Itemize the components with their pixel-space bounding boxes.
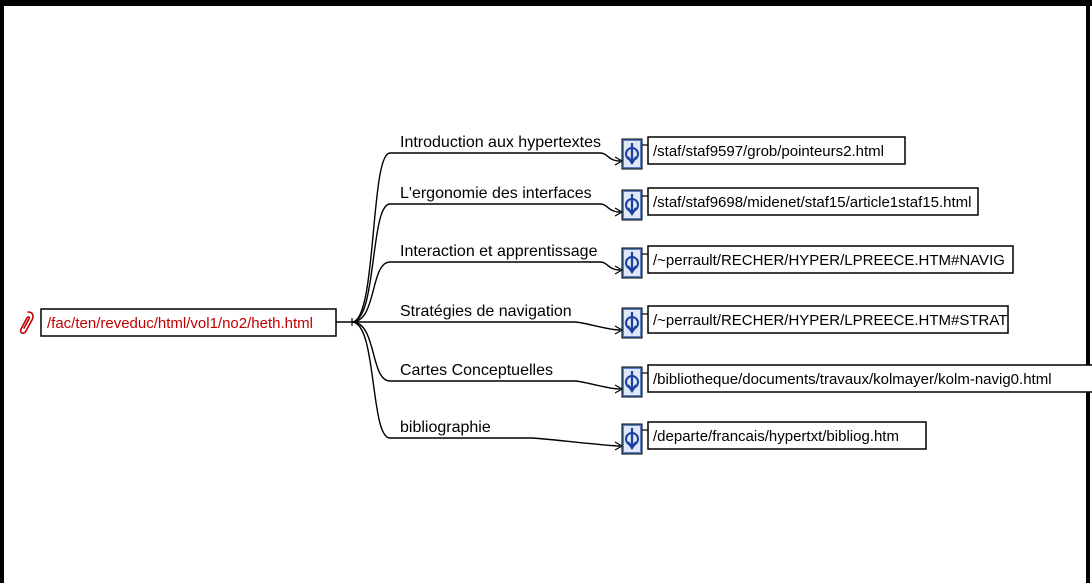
link-anchor-icon[interactable] [621, 138, 643, 170]
connector-line-1 [599, 203, 621, 213]
branch-line-2 [351, 261, 391, 323]
connector-line-5 [531, 437, 621, 447]
branch-line-4 [351, 321, 391, 382]
link-icon-arrow [627, 371, 637, 393]
url-box-5 [647, 421, 927, 450]
connector-line-2 [599, 261, 621, 271]
link-url-2[interactable]: /~perrault/RECHER/HYPER/LPREECE.HTM#NAVI… [653, 252, 1005, 269]
link-anchor-icon[interactable] [621, 366, 643, 398]
link-icon-arrow [627, 143, 637, 165]
link-anchor-icon[interactable] [621, 247, 643, 279]
link-icon-arrow [627, 194, 637, 216]
link-icon-arrow [627, 312, 637, 334]
branch-line-0 [351, 152, 391, 323]
link-label-5[interactable]: bibliographie [400, 419, 491, 436]
url-box-0 [647, 136, 906, 165]
link-url-0[interactable]: /staf/staf9597/grob/pointeurs2.html [653, 143, 884, 160]
link-anchor-icon[interactable] [621, 307, 643, 339]
link-url-1[interactable]: /staf/staf9698/midenet/staf15/article1st… [653, 194, 972, 211]
link-icon-arrow [627, 252, 637, 274]
link-label-4[interactable]: Cartes Conceptuelles [400, 362, 553, 379]
root-url[interactable]: /fac/ten/reveduc/html/vol1/no2/heth.html [47, 315, 313, 332]
root-node[interactable]: /fac/ten/reveduc/html/vol1/no2/heth.html [19, 308, 352, 337]
branch-line-1 [351, 203, 391, 323]
link-label-2[interactable]: Interaction et apprentissage [400, 243, 598, 260]
edges [351, 152, 624, 451]
url-box-2 [647, 245, 1014, 274]
link-url-3[interactable]: /~perrault/RECHER/HYPER/LPREECE.HTM#STRA… [653, 312, 1007, 329]
url-box-1 [647, 187, 979, 216]
connector-line-4 [574, 380, 621, 390]
child-nodes: Introduction aux hypertextes/staf/staf95… [400, 134, 1092, 455]
link-label-3[interactable]: Stratégies de navigation [400, 303, 572, 320]
link-anchor-icon[interactable] [621, 423, 643, 455]
branch-line-5 [351, 321, 391, 439]
root-box [40, 308, 337, 337]
url-box-3 [647, 305, 1009, 334]
paperclip-icon [19, 311, 34, 334]
link-anchor-icon[interactable] [621, 189, 643, 221]
link-url-5[interactable]: /departe/francais/hypertxt/bibliog.htm [653, 428, 899, 445]
link-icon-arrow [627, 428, 637, 450]
connector-line-0 [599, 152, 621, 162]
link-url-4[interactable]: /bibliotheque/documents/travaux/kolmayer… [653, 371, 1052, 388]
connector-line-3 [574, 321, 621, 331]
url-box-4 [647, 364, 1092, 393]
link-label-1[interactable]: L'ergonomie des interfaces [400, 185, 592, 202]
link-label-0[interactable]: Introduction aux hypertextes [400, 134, 601, 151]
